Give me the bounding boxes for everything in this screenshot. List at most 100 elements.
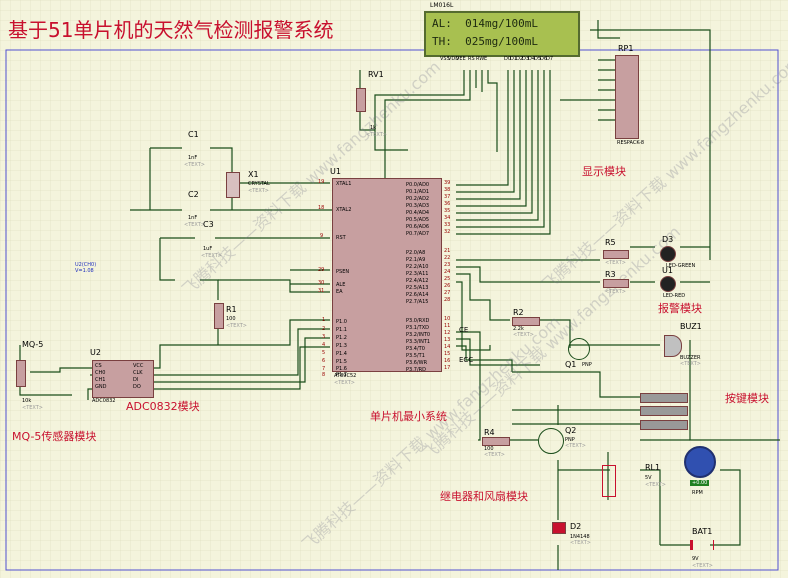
u2-pin: DI xyxy=(133,377,139,383)
lcd-pin: D1 xyxy=(510,56,518,62)
rv1-value: 1k xyxy=(370,125,377,131)
u1-pin-name: P3.4/T0 xyxy=(406,346,425,352)
d3-led[interactable] xyxy=(660,246,676,262)
u1-pin-name: P0.1/AD1 xyxy=(406,189,430,195)
u2-pin: VCC xyxy=(133,363,144,369)
c1-text: <TEXT> xyxy=(184,162,205,168)
u1-pin-name: P1.3 xyxy=(336,343,347,349)
u1-led-ref: U1 xyxy=(662,266,673,275)
u1-pin-num: 10 xyxy=(444,316,451,322)
led-red[interactable] xyxy=(660,276,676,292)
mq5-ref: MQ-5 xyxy=(22,340,44,349)
u1-pin-num: 3 xyxy=(322,334,326,340)
d2-diode[interactable] xyxy=(552,522,566,534)
u1-pin-name: EA xyxy=(336,289,343,295)
q2-ref: Q2 xyxy=(565,426,577,435)
u1-pin-name: P2.0/A8 xyxy=(406,250,426,256)
u1-pin-num: 18 xyxy=(318,205,325,211)
u1-pin-num: 6 xyxy=(322,358,326,364)
label-mcu-module: 单片机最小系统 xyxy=(370,410,447,423)
u2-adc[interactable] xyxy=(92,360,154,398)
label-sensor-module: MQ-5传感器模块 xyxy=(12,430,97,443)
u1-pin-num: 7 xyxy=(322,366,326,372)
u1-pin-num: 19 xyxy=(318,179,325,185)
u2-pin: CS xyxy=(95,363,102,369)
u1-pin-num: 13 xyxy=(444,337,451,343)
x1-ref: X1 xyxy=(248,170,259,179)
lcd-pin: RS xyxy=(468,56,475,62)
r5-resistor[interactable] xyxy=(603,250,629,259)
u1-pin-num: 24 xyxy=(444,269,451,275)
key-button-1[interactable] xyxy=(640,393,688,403)
c2-text: <TEXT> xyxy=(184,222,205,228)
u1-pin-num: 30 xyxy=(318,280,325,286)
probe-value: V=1.08 xyxy=(75,268,94,274)
d3-value: LED-GREEN xyxy=(666,263,696,269)
x1-value: CRYSTAL xyxy=(248,181,270,187)
r5-ref: R5 xyxy=(605,238,616,247)
key-button-3[interactable] xyxy=(640,420,688,430)
c3-value: 1uF xyxy=(203,246,213,252)
u1-pin-num: 37 xyxy=(444,194,451,200)
u1-pin-name: P0.7/AD7 xyxy=(406,231,430,237)
u1-pin-name: RST xyxy=(336,235,346,241)
q1-value: PNP xyxy=(582,362,592,368)
u1-pin-num: 8 xyxy=(322,372,326,378)
buz1-value: BUZZER xyxy=(680,355,701,361)
u1-pin-num: 26 xyxy=(444,283,451,289)
r2-resistor[interactable] xyxy=(512,317,540,326)
u1-pin-num: 17 xyxy=(444,365,451,371)
u1-pin-name: P1.7 xyxy=(336,372,347,378)
u1-pin-name: P2.4/A12 xyxy=(406,278,429,284)
u1-pin-name: P2.2/A10 xyxy=(406,264,429,270)
u1-pin-num: 35 xyxy=(444,208,451,214)
u1-pin-num: 36 xyxy=(444,201,451,207)
r5-text: <TEXT> xyxy=(605,260,626,266)
fan-motor[interactable] xyxy=(684,446,716,478)
r3-resistor[interactable] xyxy=(603,279,629,288)
led-red-value: LED-RED xyxy=(663,293,686,299)
u1-pin-num: 2 xyxy=(322,326,326,332)
u1-pin-name: P0.3/AD3 xyxy=(406,203,430,209)
q1-transistor[interactable] xyxy=(568,338,590,360)
lcd-pin: D0 xyxy=(504,56,512,62)
r1-resistor[interactable] xyxy=(214,303,224,329)
u1-pin-name: P0.4/AD4 xyxy=(406,210,430,216)
u2-pin: CLK xyxy=(133,370,143,376)
u1-text: <TEXT> xyxy=(334,380,355,386)
bat1-ref: BAT1 xyxy=(692,527,713,536)
u2-pin: GND xyxy=(95,384,107,390)
rv1-potentiometer[interactable] xyxy=(356,88,366,112)
r4-resistor[interactable] xyxy=(482,437,510,446)
lcd-ref: LM016L xyxy=(430,2,454,9)
c1-ref: C1 xyxy=(188,130,199,139)
buzzer[interactable] xyxy=(664,335,682,357)
lcd-pin: E xyxy=(484,56,488,62)
r4-text: <TEXT> xyxy=(484,452,505,458)
u1-pin-name: ALE xyxy=(336,282,346,288)
u1-pin-num: 11 xyxy=(444,323,451,329)
rv1-ref: RV1 xyxy=(368,70,384,79)
u1-pin-name: PSEN xyxy=(336,269,350,275)
key-button-2[interactable] xyxy=(640,406,688,416)
bat1-battery[interactable] xyxy=(690,540,714,550)
u1-pin-num: 23 xyxy=(444,262,451,268)
u1-pin-num: 14 xyxy=(444,344,451,350)
u1-pin-name: P3.3/INT1 xyxy=(406,339,431,345)
lcd-pin: D5 xyxy=(534,56,542,62)
mq5-sensor[interactable] xyxy=(16,360,26,387)
rl1-relay[interactable] xyxy=(602,465,616,497)
c3-text: <TEXT> xyxy=(201,253,222,259)
u1-pin-num: 16 xyxy=(444,358,451,364)
u1-mcu[interactable] xyxy=(332,178,442,372)
rp1-respack[interactable] xyxy=(615,55,639,139)
u1-pin-name: P3.7/RD xyxy=(406,367,426,373)
r4-value: 100 xyxy=(484,446,494,452)
q2-transistor[interactable] xyxy=(538,428,564,454)
x1-crystal[interactable] xyxy=(226,172,240,198)
label-relay-fan-module: 继电器和风扇模块 xyxy=(440,490,528,503)
u1-pin-name: XTAL1 xyxy=(336,181,352,187)
lcd-pin: RW xyxy=(476,56,485,62)
u1-pin-name: P3.6/WR xyxy=(406,360,428,366)
probe-name: U2(CH0) xyxy=(75,262,97,268)
